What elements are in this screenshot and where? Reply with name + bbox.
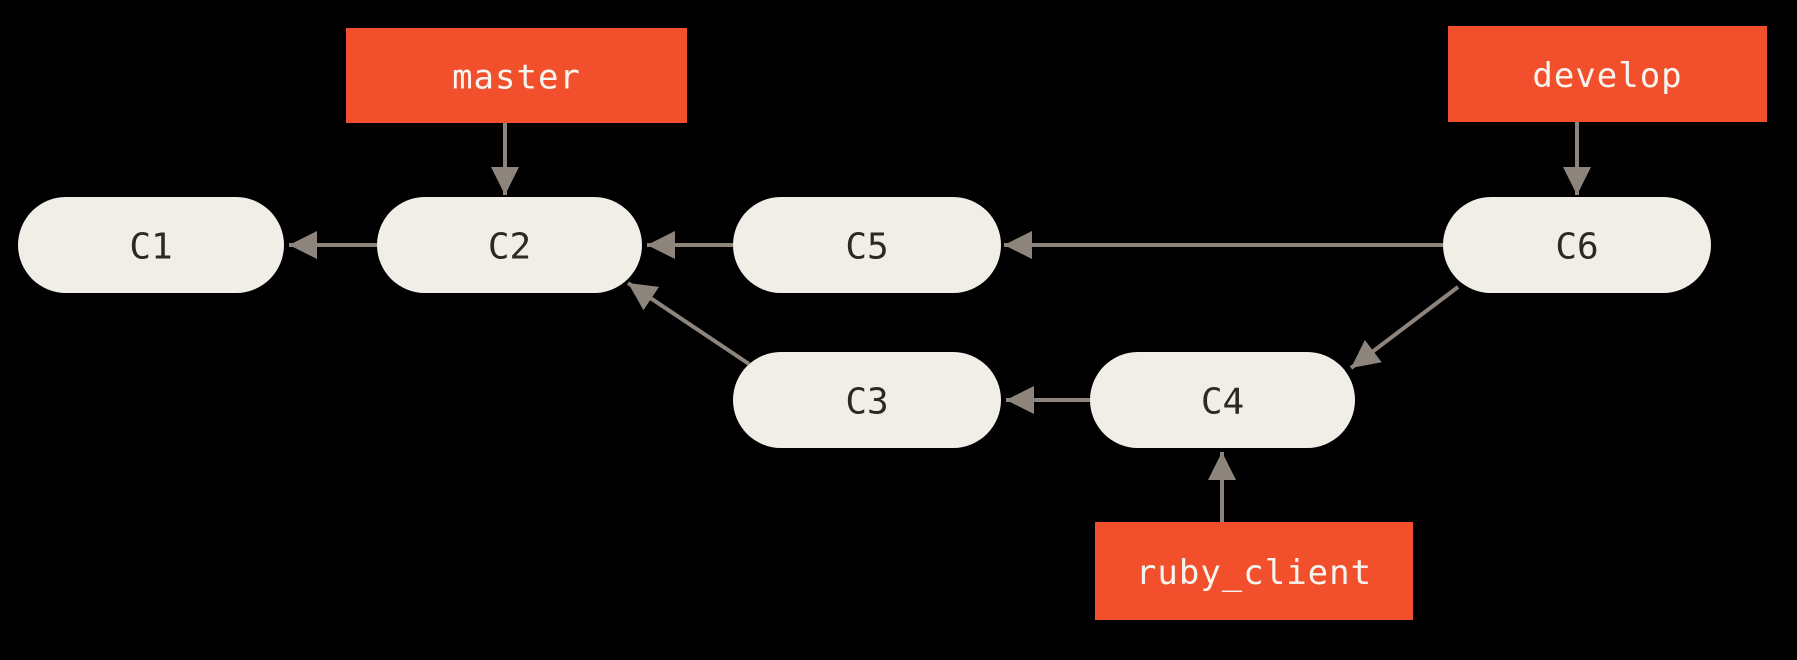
branch-label-develop: develop	[1448, 26, 1767, 122]
commit-node-c5: C5	[733, 197, 1001, 293]
commit-label: C3	[845, 382, 888, 423]
commit-label: C4	[1201, 382, 1244, 423]
commit-node-c1: C1	[18, 197, 284, 293]
edge-c6-to-c4	[1349, 285, 1460, 370]
commit-label: C6	[1555, 227, 1598, 268]
commit-label: C5	[845, 227, 888, 268]
commit-node-c6: C6	[1443, 197, 1711, 293]
commit-pill	[733, 352, 1001, 448]
branch-name: develop	[1532, 56, 1682, 96]
branch-box	[1095, 522, 1413, 620]
commit-label: C2	[488, 227, 531, 268]
branch-label-master: master	[346, 28, 687, 123]
commit-node-c4: C4	[1090, 352, 1355, 448]
branch-name: ruby_client	[1136, 553, 1372, 593]
commit-pill	[377, 197, 642, 293]
branch-box	[346, 28, 687, 123]
commit-pill	[1090, 352, 1355, 448]
commit-node-c3: C3	[733, 352, 1001, 448]
edge-c3-to-c2	[626, 281, 751, 366]
commit-label: C1	[129, 227, 172, 268]
branch-box	[1448, 26, 1767, 122]
commit-pill	[733, 197, 1001, 293]
branch-label-ruby_client: ruby_client	[1095, 522, 1413, 620]
commit-node-c2: C2	[377, 197, 642, 293]
commit-pill	[18, 197, 284, 293]
commit-pill	[1443, 197, 1711, 293]
branch-name: master	[452, 58, 581, 98]
